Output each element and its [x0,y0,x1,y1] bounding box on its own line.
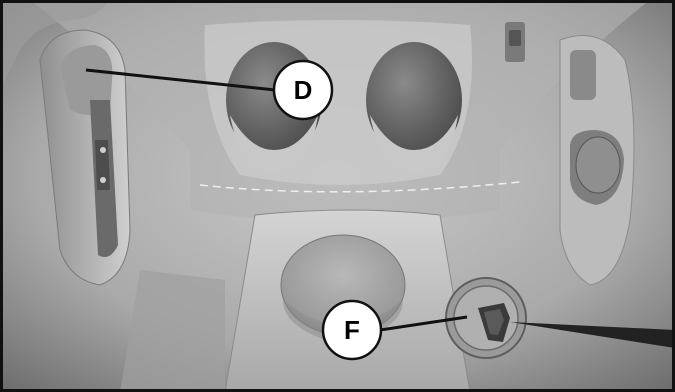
cupholder-right [366,42,462,172]
lower-left-panel [120,270,225,392]
right-side-pod [559,35,635,286]
top-left-trim [0,0,110,90]
ignition-switch [445,277,527,359]
callout-d: D [272,59,334,121]
leader-line-d [85,68,276,92]
leader-line-f [379,315,468,332]
callout-d-label: D [294,75,313,105]
key-icon [478,303,510,342]
shift-lever-pod [39,29,131,286]
leader-line-key [510,322,675,348]
trim-seam [199,181,521,193]
callout-f-label: F [344,315,360,345]
callout-f: F [321,299,383,361]
